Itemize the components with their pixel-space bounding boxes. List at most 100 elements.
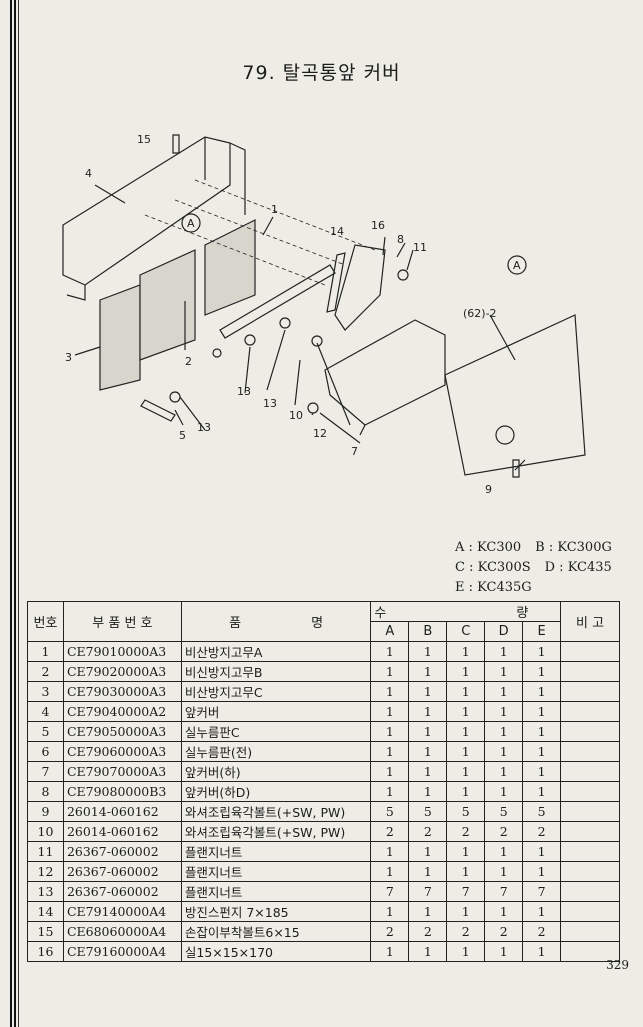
qty-cell: 1 [522, 721, 562, 742]
rubber-b-shape [139, 249, 196, 361]
remark-cell [560, 921, 620, 942]
qty-cell: 1 [370, 721, 410, 742]
qty-cell: 1 [484, 841, 524, 862]
legend-item: E : KC435G [455, 580, 532, 595]
remark-cell [560, 661, 620, 682]
binding-line [14, 0, 16, 1027]
qty-cell: 1 [370, 661, 410, 682]
qty-cell: 1 [408, 721, 448, 742]
qty-cell: 1 [522, 681, 562, 702]
header-qty-col: B [408, 621, 448, 642]
part-code: CE79160000A4 [62, 941, 182, 962]
row-number: 15 [27, 921, 64, 942]
qty-cell: 1 [446, 701, 486, 722]
remark-cell [560, 681, 620, 702]
qty-cell: 1 [446, 761, 486, 782]
callout-label: 13 [197, 421, 211, 434]
qty-cell: 2 [408, 821, 448, 842]
qty-cell: 2 [370, 921, 410, 942]
qty-cell: 1 [484, 781, 524, 802]
qty-cell: 1 [370, 681, 410, 702]
qty-cell: 1 [370, 781, 410, 802]
qty-cell: 1 [522, 941, 562, 962]
row-number: 9 [27, 801, 64, 822]
qty-cell: 1 [446, 641, 486, 662]
qty-cell: 1 [446, 721, 486, 742]
part-code: CE79030000A3 [62, 681, 182, 702]
qty-cell: 1 [370, 701, 410, 722]
qty-cell: 2 [522, 821, 562, 842]
callout-label: 14 [330, 225, 344, 238]
header-remark: 비 고 [560, 601, 620, 642]
callout-label: 10 [289, 409, 303, 422]
qty-cell: 1 [408, 661, 448, 682]
callout-label: 2 [185, 355, 192, 368]
part-name: 플랜지너트 [180, 841, 372, 862]
callout-label: 7 [351, 445, 358, 458]
rubber-a-shape [204, 219, 256, 316]
row-number: 1 [27, 641, 64, 662]
qty-cell: 2 [408, 921, 448, 942]
legend-item: D : KC435 [544, 560, 612, 575]
row-number: 2 [27, 661, 64, 682]
qty-cell: 5 [522, 801, 562, 822]
legend-item: C : KC300S [455, 560, 531, 575]
qty-cell: 1 [522, 741, 562, 762]
remark-cell [560, 641, 620, 662]
callout-label: 16 [371, 219, 385, 232]
row-number: 10 [27, 821, 64, 842]
qty-cell: 1 [446, 741, 486, 762]
callout-label: 13 [263, 397, 277, 410]
qty-cell: 2 [370, 821, 410, 842]
qty-cell: 7 [522, 881, 562, 902]
qty-cell: 2 [484, 821, 524, 842]
qty-cell: 1 [522, 761, 562, 782]
part-name: 와셔조립육각볼트(+SW, PW) [180, 821, 372, 842]
lower-cover-shape [324, 319, 446, 426]
header-part-no: 부 품 번 호 [62, 601, 182, 642]
qty-cell: 1 [370, 901, 410, 922]
row-number: 5 [27, 721, 64, 742]
qty-cell: 1 [484, 641, 524, 662]
qty-cell: 1 [522, 641, 562, 662]
part-code: CE79070000A3 [62, 761, 182, 782]
qty-cell: 1 [408, 741, 448, 762]
qty-cell: 1 [408, 641, 448, 662]
qty-cell: 1 [370, 761, 410, 782]
callout-label: 3 [65, 351, 72, 364]
qty-cell: 1 [370, 861, 410, 882]
remark-cell [560, 761, 620, 782]
row-number: 16 [27, 941, 64, 962]
part-code: CE68060000A4 [62, 921, 182, 942]
qty-cell: 5 [484, 801, 524, 822]
housing-shape [444, 314, 586, 476]
qty-cell: 1 [370, 841, 410, 862]
part-name: 비신방지고무B [180, 661, 372, 682]
part-name: 플랜지너트 [180, 861, 372, 882]
exploded-parts-diagram: 15 4 1 14 16 8 11 3 2 13 13 10 12 7 5 13… [62, 133, 586, 496]
qty-cell: 1 [484, 861, 524, 882]
qty-cell: 1 [484, 901, 524, 922]
qty-cell: 7 [408, 881, 448, 902]
callout-label: 11 [413, 241, 427, 254]
remark-cell [560, 821, 620, 842]
row-number: 11 [27, 841, 64, 862]
remark-cell [560, 881, 620, 902]
qty-cell: 1 [408, 681, 448, 702]
header-qty-col: C [446, 621, 486, 642]
callout-label: 9 [485, 483, 492, 496]
remark-cell [560, 941, 620, 962]
part-name: 플랜지너트 [180, 881, 372, 902]
header-qty-col: E [522, 621, 562, 642]
qty-cell: 1 [484, 941, 524, 962]
qty-cell: 1 [446, 661, 486, 682]
qty-cell: 2 [446, 921, 486, 942]
part-name: 앞커버 [180, 701, 372, 722]
part-name: 실누름판(전) [180, 741, 372, 762]
callout-label: 8 [397, 233, 404, 246]
page-number: 329 [606, 958, 629, 972]
